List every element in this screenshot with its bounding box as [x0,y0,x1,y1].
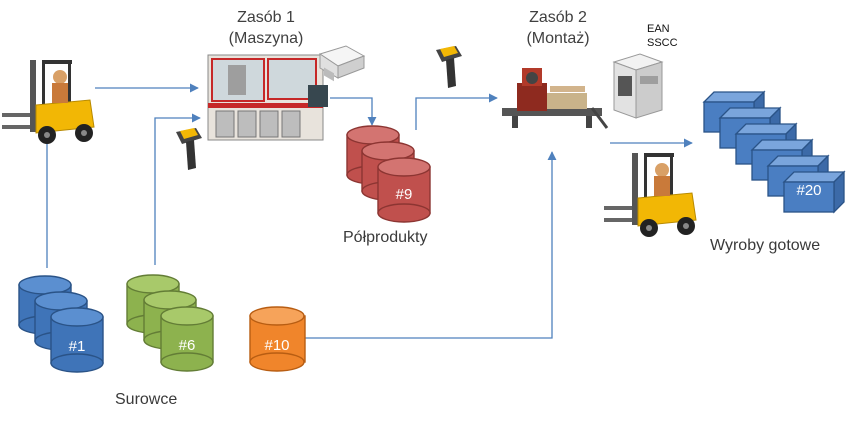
cylinder [160,306,214,372]
cylinder [50,307,104,373]
box [782,170,846,214]
item-label-20: #20 [796,182,822,199]
forklift-icon [604,153,697,237]
forklift-icon [2,60,95,144]
item-label-1: #1 [68,338,86,355]
semi-red-cylinders [346,125,431,223]
label-printer-icon [612,53,664,119]
machine-icon [207,54,328,141]
raw-blue-cylinders [18,275,104,373]
flow-orange-to-r2 [305,151,557,339]
resource-1-subtitle: (Maszyna) [228,30,304,47]
raw-green-cylinders [126,274,214,372]
resource-2-subtitle: (Montaż) [526,30,590,47]
cylinder [377,157,431,223]
resource-2-title: Zasób 2 [529,9,587,26]
resource-1-title: Zasób 1 [237,9,295,26]
flow-lines [46,83,693,339]
raw-caption: Surowce [115,391,178,408]
item-label-6: #6 [178,337,196,354]
barcode-scanner-icon [176,128,202,170]
finished-boxes [702,90,846,214]
item-label-9: #9 [395,186,413,203]
label-code-sscc: SSCC [647,37,678,49]
item-label-10: #10 [264,337,290,354]
flow-r1-to-semi [330,97,377,126]
label-code-ean: EAN [647,23,670,35]
flow-semi-to-r2 [415,93,498,130]
flow-green-to-r1 [154,113,201,265]
raw-orange-cylinder [249,306,306,372]
assembly-machine-icon [502,68,609,129]
semi-caption: Półprodukty [343,229,428,246]
label-printer-icon [318,45,366,82]
finished-caption: Wyroby gotowe [710,237,821,254]
barcode-scanner-icon [436,46,462,88]
